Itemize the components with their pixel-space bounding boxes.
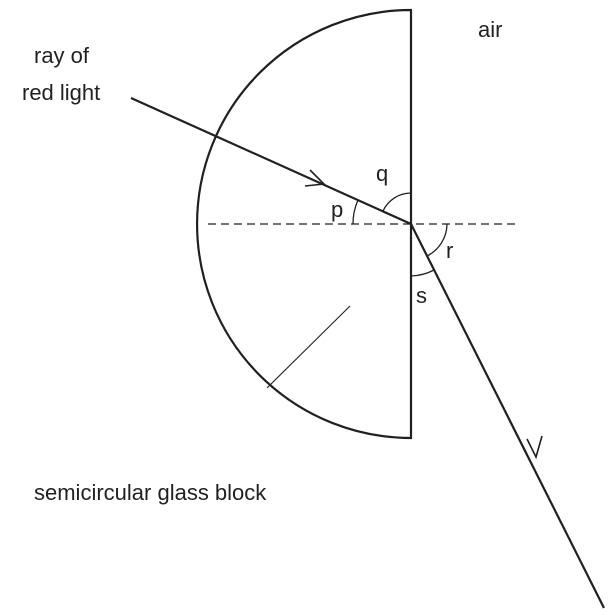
angle-q-label: q [376, 161, 388, 186]
angle-r-label: r [446, 238, 453, 263]
air-label: air [478, 17, 502, 42]
block-label-leader-line [266, 305, 351, 389]
incident-ray-arrow [304, 169, 326, 187]
semicircular-glass-block-outline [195, 8, 413, 440]
ray-label-line2: red light [22, 80, 100, 105]
glass-block-label: semicircular glass block [34, 480, 267, 505]
angle-q-arc [382, 192, 412, 212]
refracted-ray [410, 223, 605, 609]
angle-p-arc [352, 199, 359, 225]
angle-r-arc [426, 223, 448, 257]
ray-label-line1: ray of [34, 43, 90, 68]
angle-s-label: s [416, 283, 427, 308]
angle-s-arc [410, 269, 435, 277]
incident-ray [130, 96, 412, 226]
angle-p-label: p [331, 197, 343, 222]
refracted-ray-arrow [526, 435, 543, 460]
